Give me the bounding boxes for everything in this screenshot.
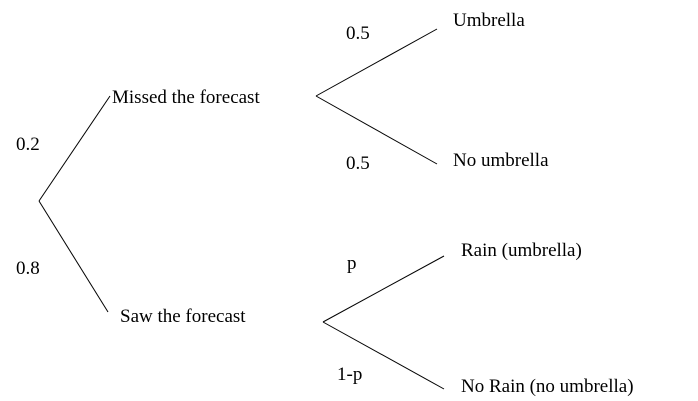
rain-probability-label: p	[347, 253, 357, 274]
branch-saw-to-no-rain	[322, 321, 445, 390]
saw-forecast-node: Saw the forecast	[120, 306, 246, 327]
no-umbrella-outcome-label: No umbrella	[453, 150, 549, 171]
rain-outcome-label: Rain (umbrella)	[461, 240, 582, 261]
branch-root-to-missed	[38, 95, 111, 202]
umbrella-probability-label: 0.5	[346, 23, 370, 44]
missed-probability-label: 0.2	[16, 134, 40, 155]
branch-root-to-saw	[38, 200, 109, 313]
branch-saw-to-rain	[322, 255, 445, 323]
no-rain-probability-label: 1-p	[337, 364, 363, 385]
umbrella-outcome-label: Umbrella	[453, 10, 525, 31]
no-umbrella-probability-label: 0.5	[346, 153, 370, 174]
branch-missed-to-umbrella	[315, 28, 438, 97]
branch-missed-to-no-umbrella	[315, 95, 438, 165]
missed-forecast-node: Missed the forecast	[112, 87, 260, 108]
no-rain-outcome-label: No Rain (no umbrella)	[461, 376, 634, 397]
saw-probability-label: 0.8	[16, 258, 40, 279]
